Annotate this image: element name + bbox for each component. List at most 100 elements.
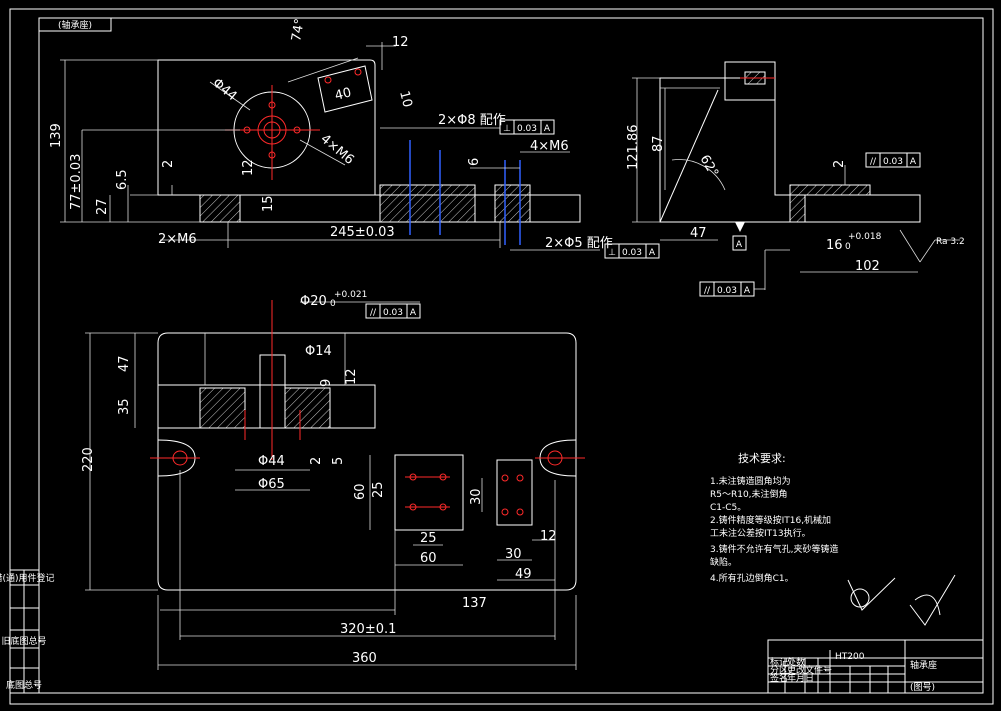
material-label: HT200 xyxy=(835,652,865,662)
tech-title: 技术要求: xyxy=(738,452,786,465)
dim-27: 27 xyxy=(95,198,110,215)
drawing-number: (图号) xyxy=(910,682,935,693)
strip-label-6: 底图总号 xyxy=(6,679,42,691)
dim-16-tol: +0.018 xyxy=(848,232,882,242)
dim-2-side: 2 xyxy=(832,160,847,168)
tech-line-8: 4.所有孔边倒角C1。 xyxy=(710,572,794,584)
outer-border xyxy=(9,8,994,705)
tolerance-frame-5: // 0.03 A xyxy=(365,303,421,319)
dim-2-plan: 2 xyxy=(309,457,324,465)
dim-87: 87 xyxy=(651,135,666,152)
dim-angle-top: 74° xyxy=(289,17,308,42)
dim-35: 35 xyxy=(117,398,132,415)
dim-320: 320±0.1 xyxy=(340,622,396,637)
dim-2-left: 2 xyxy=(161,160,176,168)
dim-12-mid: 12 xyxy=(241,159,256,176)
note-phi8: 2×Φ8 配作 xyxy=(438,113,506,128)
dim-139: 139 xyxy=(49,123,64,148)
dim-16-low: 0 xyxy=(845,242,851,252)
tol5-ref: A xyxy=(410,308,417,318)
tol4-sym: // xyxy=(704,286,711,296)
dim-121: 121.86 xyxy=(626,125,641,171)
tolerance-frame-2: ⊥ 0.03 A xyxy=(604,243,660,259)
corner-box xyxy=(38,17,112,32)
dim-phi20-tol: +0.021 xyxy=(334,290,367,300)
dim-phi44-plan: Φ44 xyxy=(258,454,285,469)
part-name: 轴承座 xyxy=(910,659,937,671)
note-phi5: 2×Φ5 配作 xyxy=(545,236,613,251)
strip-label-1: 借(通)用件登记 xyxy=(0,572,55,584)
tech-line-1: 1.未注铸造圆角均为 xyxy=(710,475,791,487)
tol1-sym: ⊥ xyxy=(503,124,511,134)
dim-angle: 62° xyxy=(697,153,722,180)
dim-6: 6 xyxy=(467,158,482,166)
tol3-ref: A xyxy=(910,157,917,167)
side-view xyxy=(632,61,960,290)
dim-16: 16 xyxy=(826,238,843,253)
tb-row-5: 签名 xyxy=(770,672,788,684)
tol4-val: 0.03 xyxy=(717,286,737,296)
dim-60-h: 60 xyxy=(420,551,437,566)
tol5-val: 0.03 xyxy=(383,308,403,318)
dim-10: 10 xyxy=(396,89,415,109)
dim-4xm6-right: 4×M6 xyxy=(530,139,569,154)
dim-phi14: Φ14 xyxy=(305,344,332,359)
tol5-sym: // xyxy=(370,308,377,318)
tb-row-1: 标记 xyxy=(770,656,788,668)
dim-5: 5 xyxy=(331,457,346,465)
dim-2xm6: 2×M6 xyxy=(158,232,197,247)
tolerance-frame-4: // 0.03 A xyxy=(699,281,765,297)
dim-12-top: 12 xyxy=(392,35,409,50)
dim-137: 137 xyxy=(462,596,487,611)
dim-102: 102 xyxy=(855,259,880,274)
tech-line-6: 3.铸件不允许有气孔,夹砂等铸造 xyxy=(710,543,838,555)
corner-label: (轴承座) xyxy=(58,19,92,31)
tb-row-6: 年月日 xyxy=(787,672,814,684)
dim-30-h: 30 xyxy=(505,547,522,562)
tol2-sym: ⊥ xyxy=(608,248,616,258)
dim-12-plan: 12 xyxy=(344,368,359,385)
dim-25-v: 25 xyxy=(371,481,386,498)
inner-border xyxy=(38,17,984,694)
tol2-val: 0.03 xyxy=(622,248,642,258)
tolerance-frame-3: // 0.03 A xyxy=(865,152,921,168)
dim-77: 77±0.03 xyxy=(69,154,84,210)
roughness: Ra 3.2 xyxy=(936,237,965,247)
dim-245: 245±0.03 xyxy=(330,225,395,240)
dim-360: 360 xyxy=(352,651,377,666)
dim-60-v: 60 xyxy=(353,483,368,500)
dim-9: 9 xyxy=(319,379,334,387)
tb-row-3: 分区 xyxy=(770,665,788,676)
dim-220: 220 xyxy=(81,447,96,472)
dim-phi20-low: 0 xyxy=(330,299,336,309)
plan-view xyxy=(85,300,585,670)
tech-line-7: 缺陷。 xyxy=(710,556,737,568)
technical-requirements: 技术要求: 1.未注铸造圆角均为 R5～R10,未注倒角 C1-C5。 2.铸件… xyxy=(710,452,838,584)
dim-47-side: 47 xyxy=(690,226,707,241)
dim-phi20: Φ20 xyxy=(300,294,327,309)
tol4-ref: A xyxy=(744,286,751,296)
tol1-val: 0.03 xyxy=(517,124,537,134)
tech-line-2: R5～R10,未注倒角 xyxy=(710,488,788,500)
dim-12-right: 12 xyxy=(540,529,557,544)
tol3-val: 0.03 xyxy=(883,157,903,167)
elevation-view xyxy=(60,42,600,251)
tech-line-5: 工未注公差按IT13执行。 xyxy=(710,527,811,539)
dim-30-v: 30 xyxy=(469,488,484,505)
roughness-symbol-group xyxy=(847,574,956,626)
dim-15: 15 xyxy=(261,195,276,212)
strip-label-3: 旧底图总号 xyxy=(1,635,46,647)
tol1-ref: A xyxy=(544,124,551,134)
dim-49: 49 xyxy=(515,567,532,582)
dim-25-h: 25 xyxy=(420,531,437,546)
title-block: HT200 轴承座 (图号) 标记 处数 分区 更改文件号 签名 年月日 xyxy=(767,639,984,694)
tol3-sym: // xyxy=(870,157,877,167)
tolerance-frame-1: ⊥ 0.03 A xyxy=(499,119,555,135)
dim-6-5: 6.5 xyxy=(115,169,130,190)
tb-row-4: 更改文件号 xyxy=(787,664,832,676)
datum-box xyxy=(732,235,747,251)
tech-line-4: 2.铸件精度等级按IT16,机械加 xyxy=(710,514,831,526)
left-strip: 借(通)用件登记 旧底图总号 底图总号 xyxy=(0,569,55,694)
dim-40: 40 xyxy=(333,85,353,104)
tol2-ref: A xyxy=(649,248,656,258)
